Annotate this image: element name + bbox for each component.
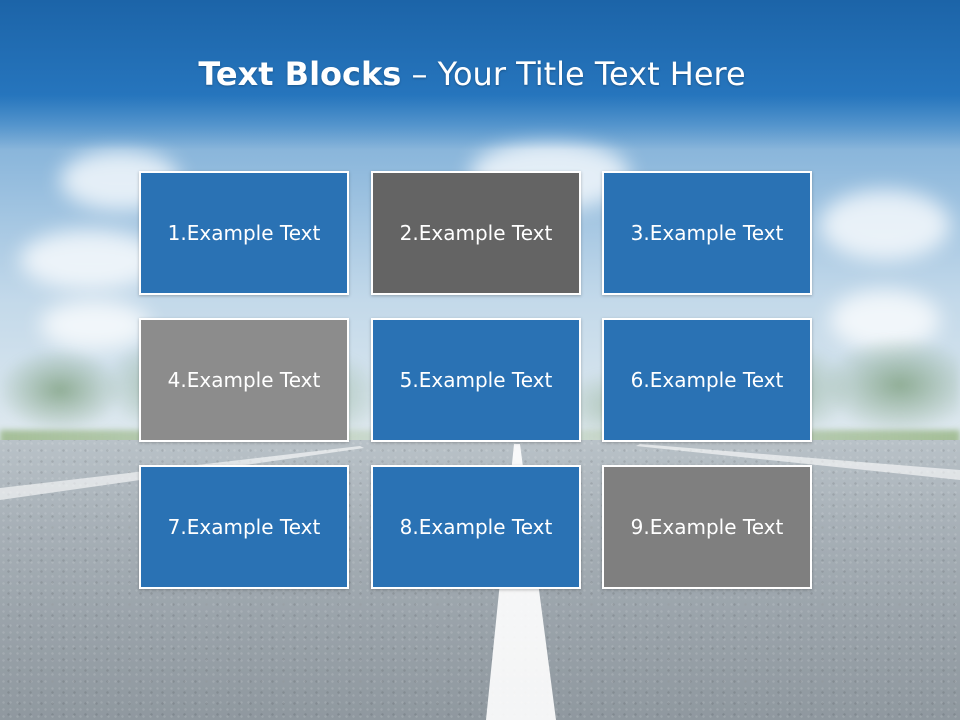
text-block-label: 5.Example Text bbox=[399, 368, 553, 392]
text-block-9[interactable]: 9.Example Text bbox=[602, 465, 812, 589]
text-block-label: 2.Example Text bbox=[399, 221, 553, 245]
text-block-7[interactable]: 7.Example Text bbox=[139, 465, 349, 589]
text-block-label: 8.Example Text bbox=[399, 515, 553, 539]
text-block-label: 7.Example Text bbox=[167, 515, 321, 539]
text-block-2[interactable]: 2.Example Text bbox=[371, 171, 581, 295]
page-title: Text Blocks – Your Title Text Here bbox=[0, 52, 944, 96]
cloud bbox=[820, 190, 950, 260]
title-regular-part: Your Title Text Here bbox=[437, 55, 746, 93]
cloud bbox=[20, 230, 160, 290]
text-block-label: 9.Example Text bbox=[630, 515, 784, 539]
text-block-label: 3.Example Text bbox=[630, 221, 784, 245]
title-bold-part: Text Blocks bbox=[198, 55, 402, 93]
text-block-label: 6.Example Text bbox=[630, 368, 784, 392]
text-block-label: 4.Example Text bbox=[167, 368, 321, 392]
text-block-4[interactable]: 4.Example Text bbox=[139, 318, 349, 442]
text-block-6[interactable]: 6.Example Text bbox=[602, 318, 812, 442]
text-block-3[interactable]: 3.Example Text bbox=[602, 171, 812, 295]
text-block-8[interactable]: 8.Example Text bbox=[371, 465, 581, 589]
text-block-label: 1.Example Text bbox=[167, 221, 321, 245]
title-dash: – bbox=[401, 55, 438, 93]
text-block-5[interactable]: 5.Example Text bbox=[371, 318, 581, 442]
title-band bbox=[0, 0, 960, 150]
text-block-1[interactable]: 1.Example Text bbox=[139, 171, 349, 295]
right-edge-line bbox=[636, 444, 960, 480]
